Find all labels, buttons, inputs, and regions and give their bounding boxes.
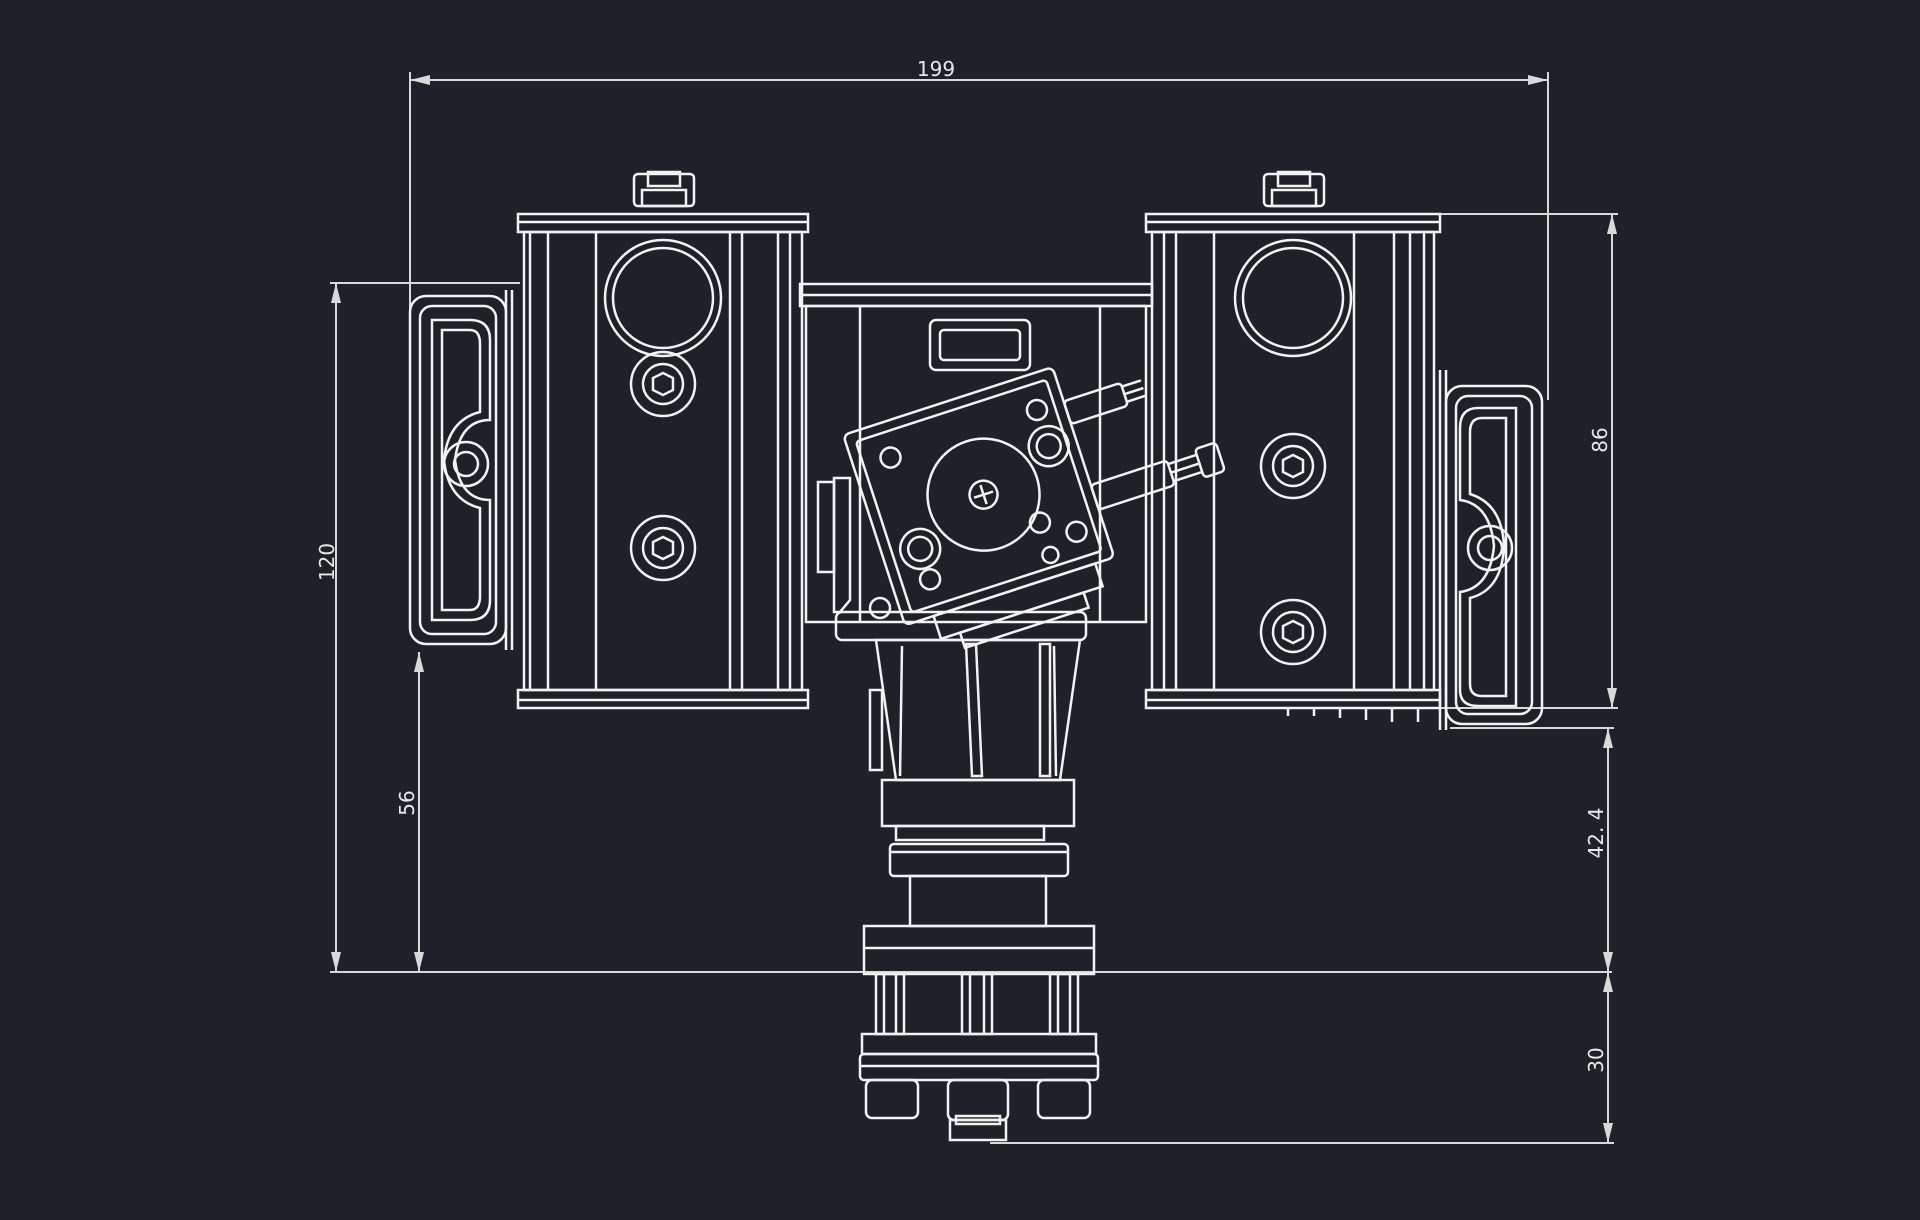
crankcase: [862, 638, 1096, 976]
right-cylinder: [1144, 170, 1442, 722]
dim-120-label: 120: [315, 543, 339, 581]
dimension-lines: [330, 72, 1618, 1144]
dim-30-label: 30: [1584, 1047, 1608, 1072]
dimension-arrows: [331, 75, 1617, 1143]
prop-bolts: [858, 972, 1100, 1142]
right-exhaust: [1438, 370, 1544, 730]
engine-body: [408, 170, 1544, 1142]
dim-86-label: 86: [1588, 427, 1612, 452]
dim-56-label: 56: [395, 790, 419, 815]
dim-42-4-label: 42. 4: [1584, 808, 1608, 859]
dim-199-label: 199: [917, 57, 955, 81]
left-exhaust: [408, 290, 514, 650]
left-cylinder: [516, 170, 810, 710]
